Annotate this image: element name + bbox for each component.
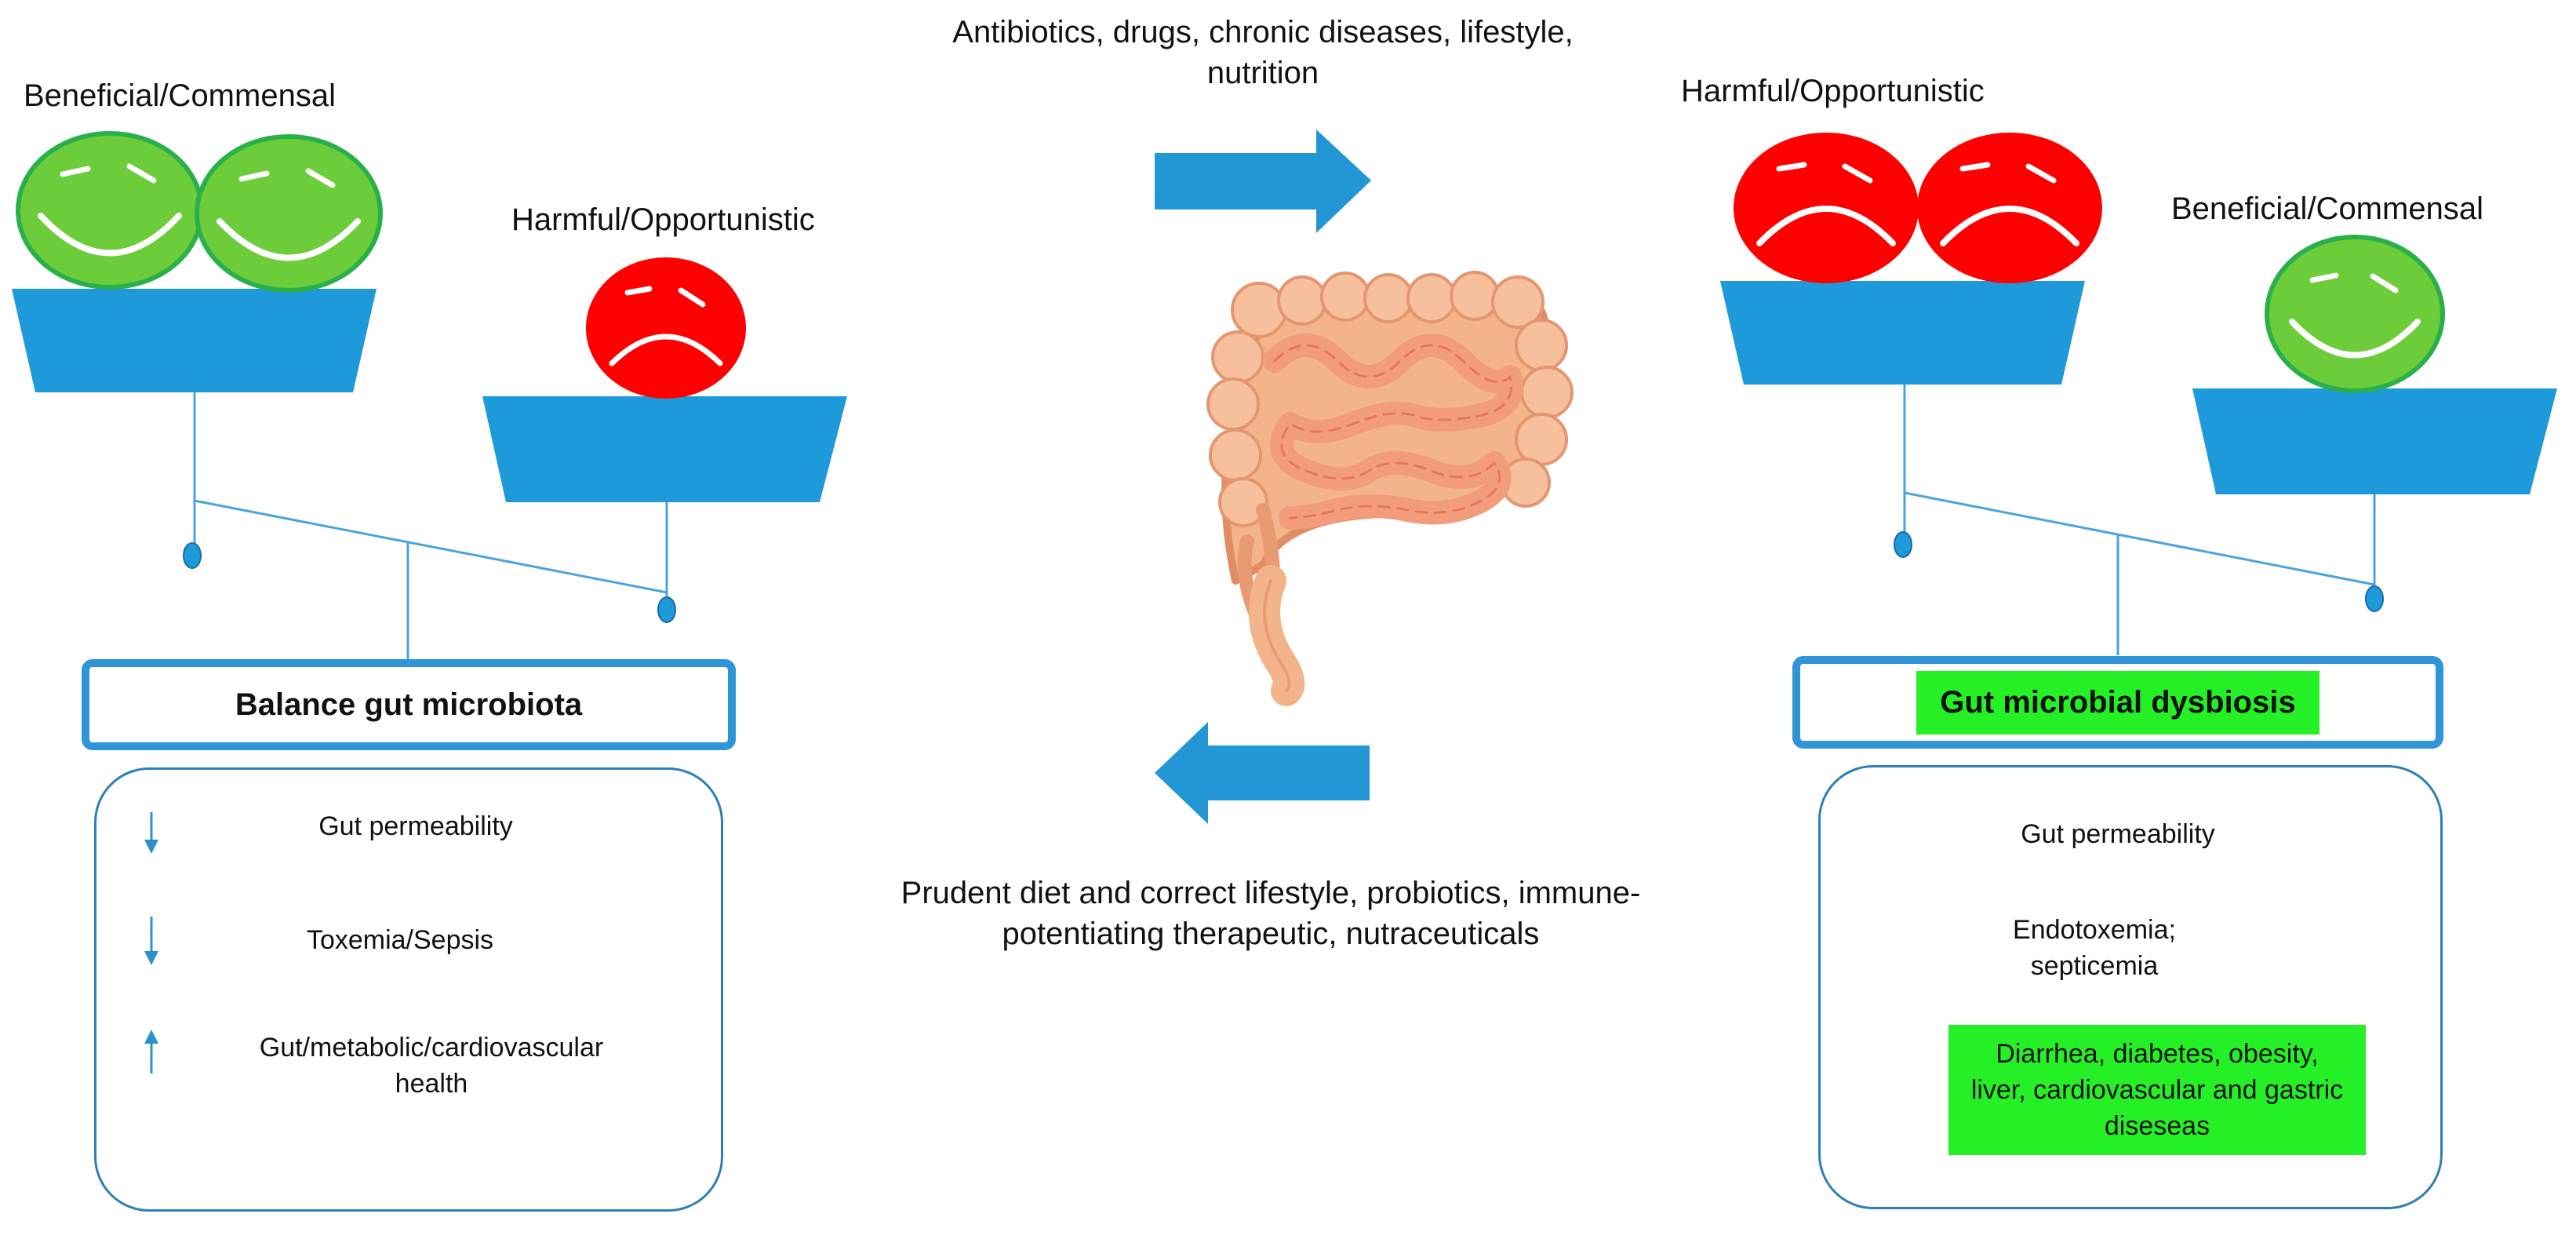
right-harmful-label: Harmful/Opportunistic <box>1681 74 1985 108</box>
right-pan-beneficial <box>2192 388 2557 494</box>
right-harmful-face-icon <box>1734 133 1919 283</box>
left-beneficial-face-icon <box>16 131 204 290</box>
arrow-right-icon <box>1155 129 1371 233</box>
left-harmful-face-icon <box>586 257 746 399</box>
left-weight-a <box>183 542 202 569</box>
right-effect-1: Gut permeability <box>2021 819 2215 849</box>
right-harmful-face-2-icon <box>1917 133 2102 283</box>
left-effect-3: Gut/metabolic/cardiovascular health <box>259 1033 604 1099</box>
bottom-remedies-text: Prudent diet and correct lifestyle, prob… <box>901 876 1641 951</box>
left-effects-box <box>94 767 723 1212</box>
left-scale <box>12 289 847 659</box>
left-status-box: Balance gut microbiota <box>82 659 736 750</box>
right-weight-b <box>2365 585 2384 612</box>
left-effect-1: Gut permeability <box>318 811 513 841</box>
right-status-box: Gut microbial dysbiosis <box>1792 656 2443 749</box>
left-weight-b <box>657 596 676 623</box>
left-effect-2: Toxemia/Sepsis <box>306 925 494 955</box>
left-harmful-label: Harmful/Opportunistic <box>511 202 815 237</box>
right-beneficial-face-icon <box>2265 235 2445 393</box>
left-beneficial-face-2-icon <box>195 134 383 293</box>
top-causes-text: Antibiotics, drugs, chronic diseases, li… <box>952 15 1574 90</box>
left-pan-harmful <box>482 396 847 502</box>
intestine-icon <box>1206 271 1574 706</box>
left-status-text: Balance gut microbiota <box>235 687 583 722</box>
right-effect-3: Diarrhea, diabetes, obesity, liver, card… <box>1948 1025 2366 1155</box>
right-weight-a <box>1894 531 1912 558</box>
right-status-text: Gut microbial dysbiosis <box>1916 670 2319 734</box>
arrow-left-icon <box>1155 722 1370 824</box>
right-scale <box>1720 281 2557 655</box>
right-pan-harmful <box>1720 281 2085 385</box>
left-beneficial-label: Beneficial/Commensal <box>24 78 336 113</box>
left-beam <box>194 499 668 594</box>
left-pan-beneficial <box>12 289 377 392</box>
right-effect-2: Endotoxemia; septicemia <box>2013 915 2176 981</box>
right-beneficial-label: Beneficial/Commensal <box>2171 191 2483 226</box>
right-beam <box>1904 491 2375 586</box>
